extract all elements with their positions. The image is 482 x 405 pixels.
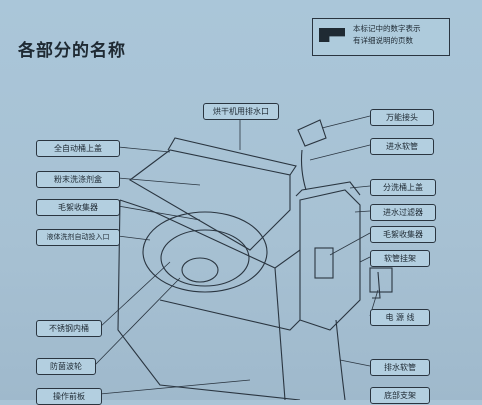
pulsator-shape — [181, 257, 219, 283]
universal-joint-shape — [297, 119, 327, 147]
label-bottom-cut: 底部支架 — [370, 387, 430, 404]
legend-text: 本标记中的数字表示 有详细说明的页数 — [353, 23, 447, 47]
label-pulsator: 防菌波轮 — [36, 358, 96, 375]
lint-collector-right-shape — [314, 247, 334, 279]
label-detergent-box: 粉末洗涤剂盒 — [36, 171, 120, 188]
page-title: 各部分的名称 — [18, 41, 126, 61]
left-tub-rim — [119, 199, 301, 269]
cabinet-front-edge — [274, 267, 286, 400]
label-control-panel: 操作前板 — [36, 388, 102, 405]
right-tub-outline — [299, 189, 361, 331]
split-lid-outline — [295, 181, 361, 197]
left-tub-top-outline — [129, 149, 291, 251]
label-inlet-hose: 进水软管 — [370, 138, 434, 155]
left-cabinet-side — [117, 199, 301, 400]
label-lint-collector-right: 毛絮收集器 — [370, 226, 436, 243]
label-softener-inlet: 液体洗剂自动投入口 — [36, 229, 120, 246]
label-split-tub-lid: 分洗桶上盖 — [370, 179, 436, 196]
stainless-tub-inner — [160, 229, 250, 287]
auto-lid-outline — [167, 137, 297, 176]
label-water-filter: 进水过滤器 — [370, 204, 436, 221]
label-power-cord: 电 源 线 — [370, 309, 430, 326]
label-lint-collector-left: 毛絮收集器 — [36, 199, 120, 216]
page-reference-legend: 本标记中的数字表示 有详细说明的页数 — [312, 18, 450, 56]
label-universal-joint: 万能接头 — [370, 109, 434, 126]
label-auto-lid: 全自动桶上盖 — [36, 140, 120, 157]
legend-line-2: 有详细说明的页数 — [353, 36, 413, 45]
label-drain-hose: 排水软管 — [370, 359, 430, 376]
label-drain-outlet: 烘干机用排水口 — [203, 103, 279, 120]
power-socket-shape — [369, 267, 393, 293]
label-hose-hook: 软管挂架 — [370, 250, 430, 267]
drum-opening — [142, 211, 268, 293]
legend-line-1: 本标记中的数字表示 — [353, 24, 421, 33]
label-stainless-tub: 不锈钢内桶 — [36, 320, 102, 337]
power-plug-shape — [372, 271, 381, 299]
inlet-hose-line — [300, 149, 307, 191]
control-panel-strip — [159, 299, 301, 331]
